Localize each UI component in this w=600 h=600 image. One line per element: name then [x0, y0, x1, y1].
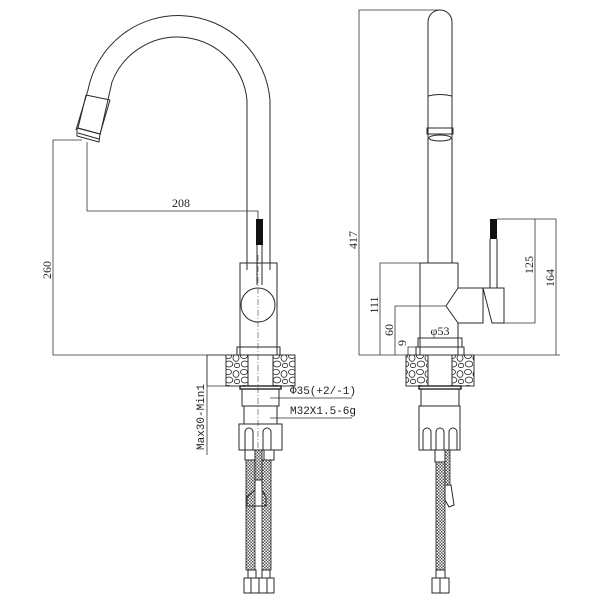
dim-thread: M32X1.5-6g — [290, 406, 356, 418]
side-supply-hose — [431, 449, 455, 594]
side-countertop-mount — [405, 354, 475, 451]
dim-base-diameter: φ53 — [431, 324, 450, 338]
dim-handle-top-height: 164 — [543, 269, 557, 287]
dim-body-height: 111 — [367, 296, 381, 313]
countertop-mount — [225, 354, 296, 451]
dim-spout-reach: 208 — [172, 196, 190, 210]
handle-lever — [256, 219, 263, 285]
dim-handle-base-height: 60 — [382, 324, 396, 336]
front-dimensions: 260 208 Max30-Min1 Φ35(+2/-1) M32X1.5-6g — [40, 139, 356, 455]
side-dimensions: 417 111 60 9 φ53 125 164 — [346, 9, 560, 356]
dim-handle-length: 125 — [522, 256, 536, 274]
dim-total-height: 417 — [346, 231, 360, 249]
dim-deck-thickness: Max30-Min1 — [196, 384, 208, 450]
spout-column — [426, 9, 454, 263]
spout — [75, 15, 271, 270]
side-view: 417 111 60 9 φ53 125 164 — [346, 9, 560, 594]
dim-base-ring: 9 — [395, 340, 409, 346]
supply-hoses — [243, 449, 275, 594]
side-body — [415, 219, 505, 356]
front-view: 260 208 Max30-Min1 Φ35(+2/-1) M32X1.5-6g — [40, 15, 356, 594]
dim-hole-diameter: Φ35(+2/-1) — [290, 386, 356, 398]
dim-spout-height: 260 — [40, 261, 54, 279]
